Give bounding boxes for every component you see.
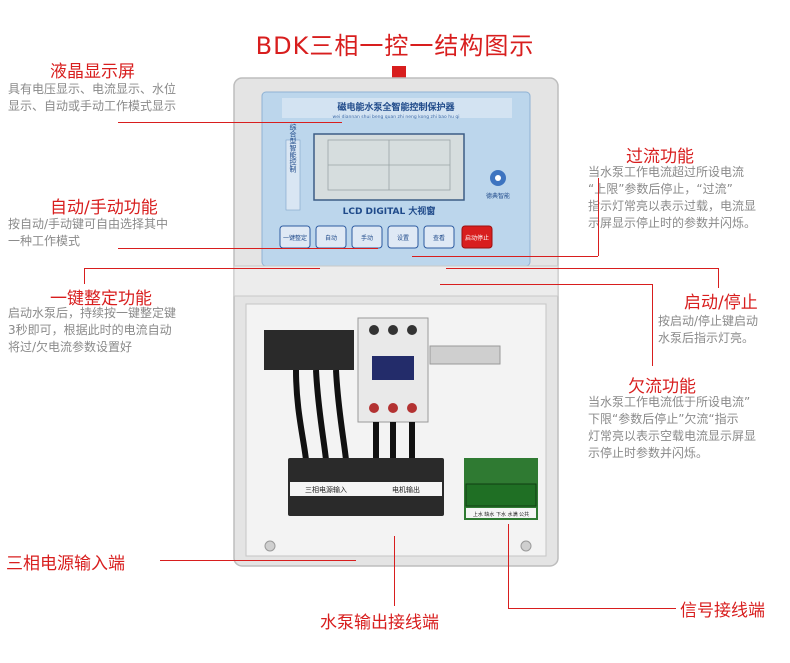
button-label: 一键整定 <box>283 234 307 242</box>
label-power-input: 三相电源输入端 <box>6 554 125 574</box>
label-one-key-heading: 一键整定功能 <box>50 289 152 309</box>
page-title: BDK三相一控一结构图示 <box>255 32 535 60</box>
label-overcurrent-desc: 当水泵工作电流超过所设电流 “上限”参数后停止，“过流” 指示灯常亮以表示过载，… <box>588 165 757 230</box>
breaker-module <box>264 330 354 370</box>
label-lcd-heading: 液晶显示屏 <box>50 62 135 82</box>
label-auto-manual-heading: 自动/手动功能 <box>50 198 158 218</box>
din-rail <box>429 345 501 365</box>
cover-rail <box>233 265 559 297</box>
leader-line-lcd <box>118 122 342 123</box>
panel-header-text: 磁电能水泵全智能控制保护器 <box>337 101 455 113</box>
label-overcurrent-heading: 过流功能 <box>626 147 694 167</box>
leader-line-one-key-h <box>84 268 320 269</box>
leader-line-signal-v <box>508 524 509 608</box>
leader-line-overcurrent-v <box>598 178 599 256</box>
brand-name: 德典智能 <box>486 192 510 200</box>
leader-line-start-stop-h <box>446 268 718 269</box>
settings-button[interactable] <box>387 225 419 249</box>
terminal-label-right: 电机输出 <box>392 485 420 494</box>
signal-label-text: 上水 缺水 下水 水满 公共 <box>473 511 529 518</box>
label-pump-output: 水泵输出接线端 <box>320 613 439 633</box>
label-undercurrent-heading: 欠流功能 <box>628 377 696 397</box>
leader-line-start-stop-v <box>718 268 719 288</box>
label-signal: 信号接线端 <box>680 601 765 621</box>
label-auto-manual-desc: 按自动/手动键可自由选择其中 一种工作模式 <box>8 217 169 248</box>
terminal-label-strip <box>290 482 442 496</box>
leader-line-signal-h <box>508 608 676 609</box>
side-label-box <box>285 139 301 211</box>
leader-line-power-input <box>160 560 356 561</box>
lcd-model-label: LCD DIGITAL 大视窗 <box>343 205 436 217</box>
button-label: 手动 <box>361 234 373 242</box>
contactor-screw <box>369 325 379 335</box>
label-start-stop-heading: 启动/停止 <box>684 293 758 313</box>
terminal-label-left: 三相电源输入 <box>305 485 347 494</box>
leader-line-pump-output <box>394 536 395 606</box>
button-label: 设置 <box>397 234 409 242</box>
label-start-stop-desc: 按启动/停止键启动 水泵后指示灯亮。 <box>658 314 759 345</box>
mount-hole <box>264 540 276 552</box>
contactor-label-plate <box>372 356 414 380</box>
cable <box>333 369 349 461</box>
side-label-text: 综合型智能控制 <box>289 123 297 174</box>
cable <box>293 369 309 461</box>
contactor-screw <box>388 325 398 335</box>
keypad: 一键整定 自动 手动 设置 查看 启动停止 <box>279 225 493 249</box>
contactor-screw <box>369 403 379 413</box>
contactor-screw <box>388 403 398 413</box>
cable <box>313 369 329 461</box>
button-label: 自动 <box>325 234 337 242</box>
brand-logo-icon <box>495 175 501 181</box>
leader-line-auto-manual <box>118 248 378 249</box>
button-label: 启动停止 <box>465 234 489 242</box>
panel-header-subtext: wei diannan shui beng quan zhi neng kong… <box>333 114 460 120</box>
signal-terminal-row <box>465 483 537 507</box>
contactor-screw <box>407 403 417 413</box>
contactor-screw <box>407 325 417 335</box>
top-red-indicator <box>392 66 406 80</box>
leader-line-undercurrent-h <box>440 284 652 285</box>
leader-line-undercurrent-v <box>652 284 653 366</box>
leader-line-overcurrent-h <box>412 256 598 257</box>
start-stop-button[interactable] <box>461 225 493 249</box>
signal-label-strip <box>466 508 536 518</box>
panel-header-strip <box>282 98 512 118</box>
controller-device-illustration: 磁电能水泵全智能控制保护器 wei diannan shui beng quan… <box>233 66 559 567</box>
label-undercurrent-desc: 当水泵工作电流低于所设电流” 下限“参数后停止”欠流“指示 灯常亮以表示空载电流… <box>588 395 757 460</box>
view-button[interactable] <box>423 225 455 249</box>
button-label: 查看 <box>433 234 445 242</box>
mount-hole <box>520 540 532 552</box>
leader-line-one-key-v <box>84 268 85 284</box>
label-lcd-desc: 具有电压显示、电流显示、水位 显示、自动或手动工作模式显示 <box>8 82 177 113</box>
label-one-key-desc: 启动水泵后，持续按一键整定键 3秒即可，根据此时的电流自动 将过/欠电流参数设置… <box>8 306 177 354</box>
